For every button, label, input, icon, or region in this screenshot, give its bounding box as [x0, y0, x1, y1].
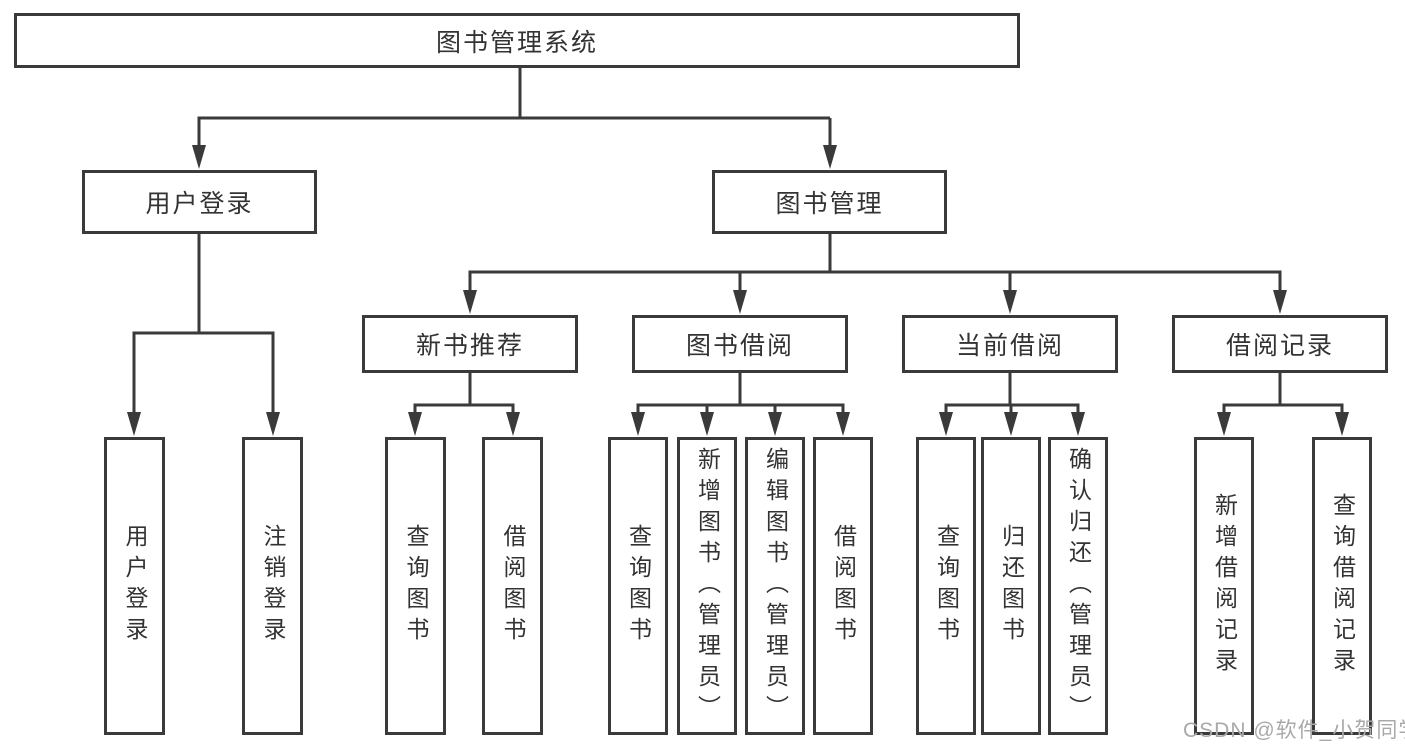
- leaf-records-add-record: 新增借阅记录: [1194, 437, 1254, 735]
- arrowhead-icon: [463, 290, 477, 314]
- leaf-current-confirm-return-admin-label: 确认归还（管理员）: [1065, 446, 1092, 726]
- arrowhead-icon: [127, 412, 141, 436]
- node-borrowing-records: 借阅记录: [1172, 315, 1388, 373]
- node-current-borrowing: 当前借阅: [902, 315, 1118, 373]
- leaf-current-return-books-label: 归还图书: [998, 524, 1025, 648]
- node-borrowing-records-label: 借阅记录: [1225, 332, 1334, 360]
- arrowhead-icon: [1071, 412, 1085, 436]
- leaf-borrow-edit-books-admin: 编辑图书（管理员）: [745, 437, 805, 735]
- leaf-current-query-books: 查询图书: [916, 437, 976, 735]
- arrowhead-icon: [733, 290, 747, 314]
- arrowhead-icon: [1273, 290, 1287, 314]
- arrowhead-icon: [700, 412, 714, 436]
- arrowhead-icon: [506, 412, 520, 436]
- node-user-login-label: 用户登录: [145, 190, 254, 218]
- leaf-rec-query-books: 查询图书: [385, 437, 446, 735]
- leaf-borrow-query-books: 查询图书: [608, 437, 668, 735]
- arrowhead-icon: [631, 412, 645, 436]
- arrowhead-icon: [408, 412, 422, 436]
- edge-root-to-level1: [192, 68, 837, 169]
- node-root: 图书管理系统: [14, 13, 1020, 68]
- leaf-rec-query-books-label: 查询图书: [403, 524, 429, 648]
- edge-records-to-leaves: [1217, 372, 1349, 436]
- arrowhead-icon: [768, 412, 782, 436]
- arrowhead-icon: [823, 145, 837, 169]
- leaf-borrow-query-books-label: 查询图书: [625, 524, 652, 648]
- leaf-rec-borrow-books-label: 借阅图书: [500, 524, 526, 648]
- edge-login-to-leaves: [127, 233, 280, 436]
- node-root-label: 图书管理系统: [435, 28, 598, 57]
- edge-borrow-to-leaves: [631, 372, 850, 436]
- edge-mgmt-to-level2: [463, 233, 1287, 314]
- node-new-book-recommend: 新书推荐: [362, 315, 578, 373]
- leaf-rec-borrow-books: 借阅图书: [482, 437, 543, 735]
- arrowhead-icon: [1003, 290, 1017, 314]
- leaf-user-login-label: 用户登录: [122, 524, 148, 648]
- arrowhead-icon: [266, 412, 280, 436]
- node-user-login: 用户登录: [82, 170, 317, 234]
- arrowhead-icon: [939, 412, 953, 436]
- leaf-records-query-record: 查询借阅记录: [1312, 437, 1372, 735]
- leaf-current-confirm-return-admin: 确认归还（管理员）: [1048, 437, 1108, 735]
- arrowhead-icon: [836, 412, 850, 436]
- node-new-book-recommend-label: 新书推荐: [415, 332, 524, 360]
- arrowhead-icon: [1217, 412, 1231, 436]
- leaf-borrow-edit-books-admin-label: 编辑图书（管理员）: [762, 446, 789, 726]
- leaf-logout: 注销登录: [242, 437, 303, 735]
- arrowhead-icon: [1004, 412, 1018, 436]
- node-current-borrowing-label: 当前借阅: [955, 332, 1064, 360]
- leaf-records-add-record-label: 新增借阅记录: [1211, 493, 1238, 679]
- edge-rec-to-leaves: [408, 372, 520, 436]
- leaf-borrow-add-books-admin-label: 新增图书（管理员）: [694, 446, 721, 726]
- leaf-user-login: 用户登录: [104, 437, 165, 735]
- leaf-borrow-borrow-books-label: 借阅图书: [830, 524, 857, 648]
- arrowhead-icon: [192, 145, 206, 169]
- leaf-current-query-books-label: 查询图书: [933, 524, 960, 648]
- node-book-borrowing: 图书借阅: [632, 315, 848, 373]
- leaf-records-query-record-label: 查询借阅记录: [1329, 493, 1356, 679]
- csdn-watermark: CSDN @软件_小贺同学: [1183, 719, 1405, 742]
- edge-current-to-leaves: [939, 372, 1085, 436]
- node-book-management: 图书管理: [712, 170, 947, 234]
- node-book-borrowing-label: 图书借阅: [685, 332, 794, 360]
- leaf-borrow-add-books-admin: 新增图书（管理员）: [677, 437, 737, 735]
- leaf-current-return-books: 归还图书: [981, 437, 1041, 735]
- leaf-borrow-borrow-books: 借阅图书: [813, 437, 873, 735]
- leaf-logout-label: 注销登录: [260, 524, 286, 648]
- arrowhead-icon: [1335, 412, 1349, 436]
- node-book-management-label: 图书管理: [775, 190, 884, 218]
